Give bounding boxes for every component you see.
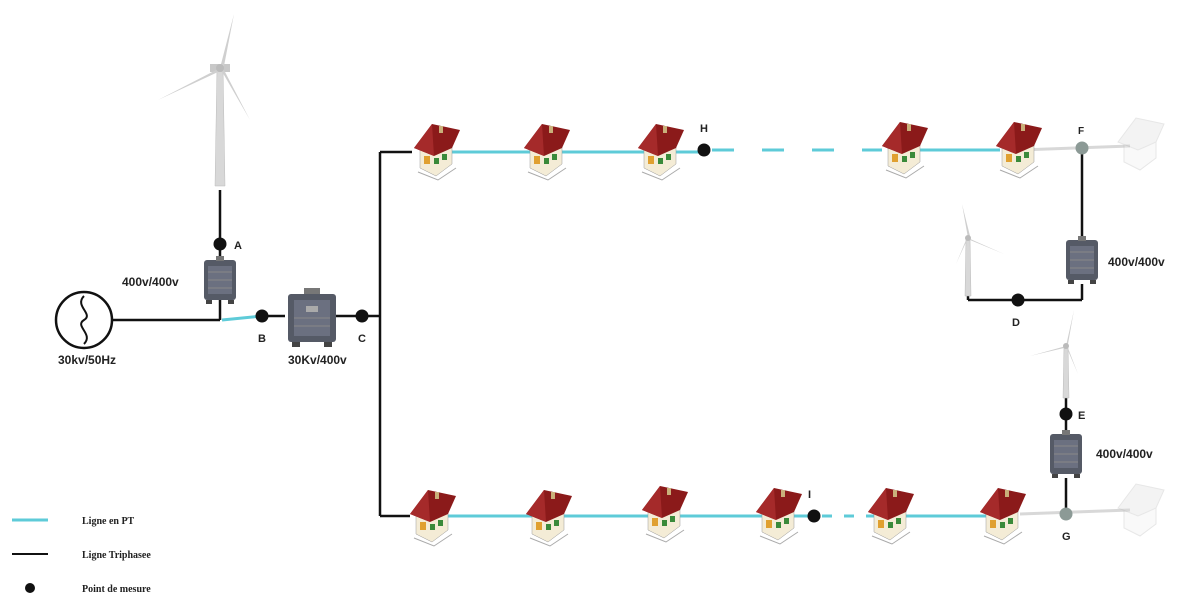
svg-text:A: A — [234, 240, 242, 252]
ghost-house-icon — [1117, 117, 1165, 171]
measure-point-c: C — [355, 309, 369, 345]
transformer-main-icon — [287, 287, 337, 348]
legend-point-swatch — [25, 583, 35, 593]
house-icon — [979, 487, 1027, 545]
pt-line-b — [221, 314, 263, 322]
svg-text:B: B — [258, 333, 266, 345]
ghost-line-bottom — [1019, 508, 1131, 516]
wind-turbine-icon — [1030, 310, 1078, 399]
measure-point-g: G — [1059, 507, 1073, 543]
ghost-line-top — [1019, 144, 1131, 152]
measure-point-i: I — [807, 489, 821, 523]
measure-point-b: B — [255, 309, 269, 345]
transformer-icon — [1065, 235, 1099, 285]
svg-text:C: C — [358, 333, 366, 345]
transformer-t1-label: 400v/400v — [122, 275, 179, 289]
measure-point-h: H — [697, 123, 711, 157]
measure-point-d: D — [1011, 293, 1025, 329]
ghost-house-icon — [1117, 483, 1165, 537]
transformer-right-bottom-label: 400v/400v — [1096, 447, 1153, 461]
measure-point-a: A — [213, 237, 242, 252]
svg-text:F: F — [1078, 126, 1084, 137]
measure-point-f: F — [1075, 126, 1089, 155]
house-icon — [641, 485, 689, 543]
legend-tri-label: Ligne Triphasee — [82, 550, 151, 561]
legend: Ligne en PT Ligne Triphasee Point de mes… — [12, 516, 151, 595]
house-icon — [409, 489, 457, 547]
ac-source-icon — [54, 290, 114, 350]
svg-text:G: G — [1062, 531, 1071, 543]
legend-pt-label: Ligne en PT — [82, 516, 135, 527]
wind-turbine-icon — [956, 204, 1004, 297]
wind-turbine-icon — [158, 14, 250, 187]
transformer-icon — [203, 255, 237, 305]
svg-text:E: E — [1078, 410, 1085, 422]
svg-text:I: I — [808, 489, 811, 501]
transformer-main-label: 30Kv/400v — [288, 353, 347, 367]
source-label: 30kv/50Hz — [58, 353, 116, 367]
house-icon — [525, 489, 573, 547]
transformer-icon — [1049, 429, 1083, 479]
legend-point-label: Point de mesure — [82, 584, 151, 595]
svg-text:D: D — [1012, 317, 1020, 329]
transformer-right-top-label: 400v/400v — [1108, 255, 1165, 269]
svg-text:H: H — [700, 123, 708, 135]
measure-point-e: E — [1059, 407, 1085, 422]
